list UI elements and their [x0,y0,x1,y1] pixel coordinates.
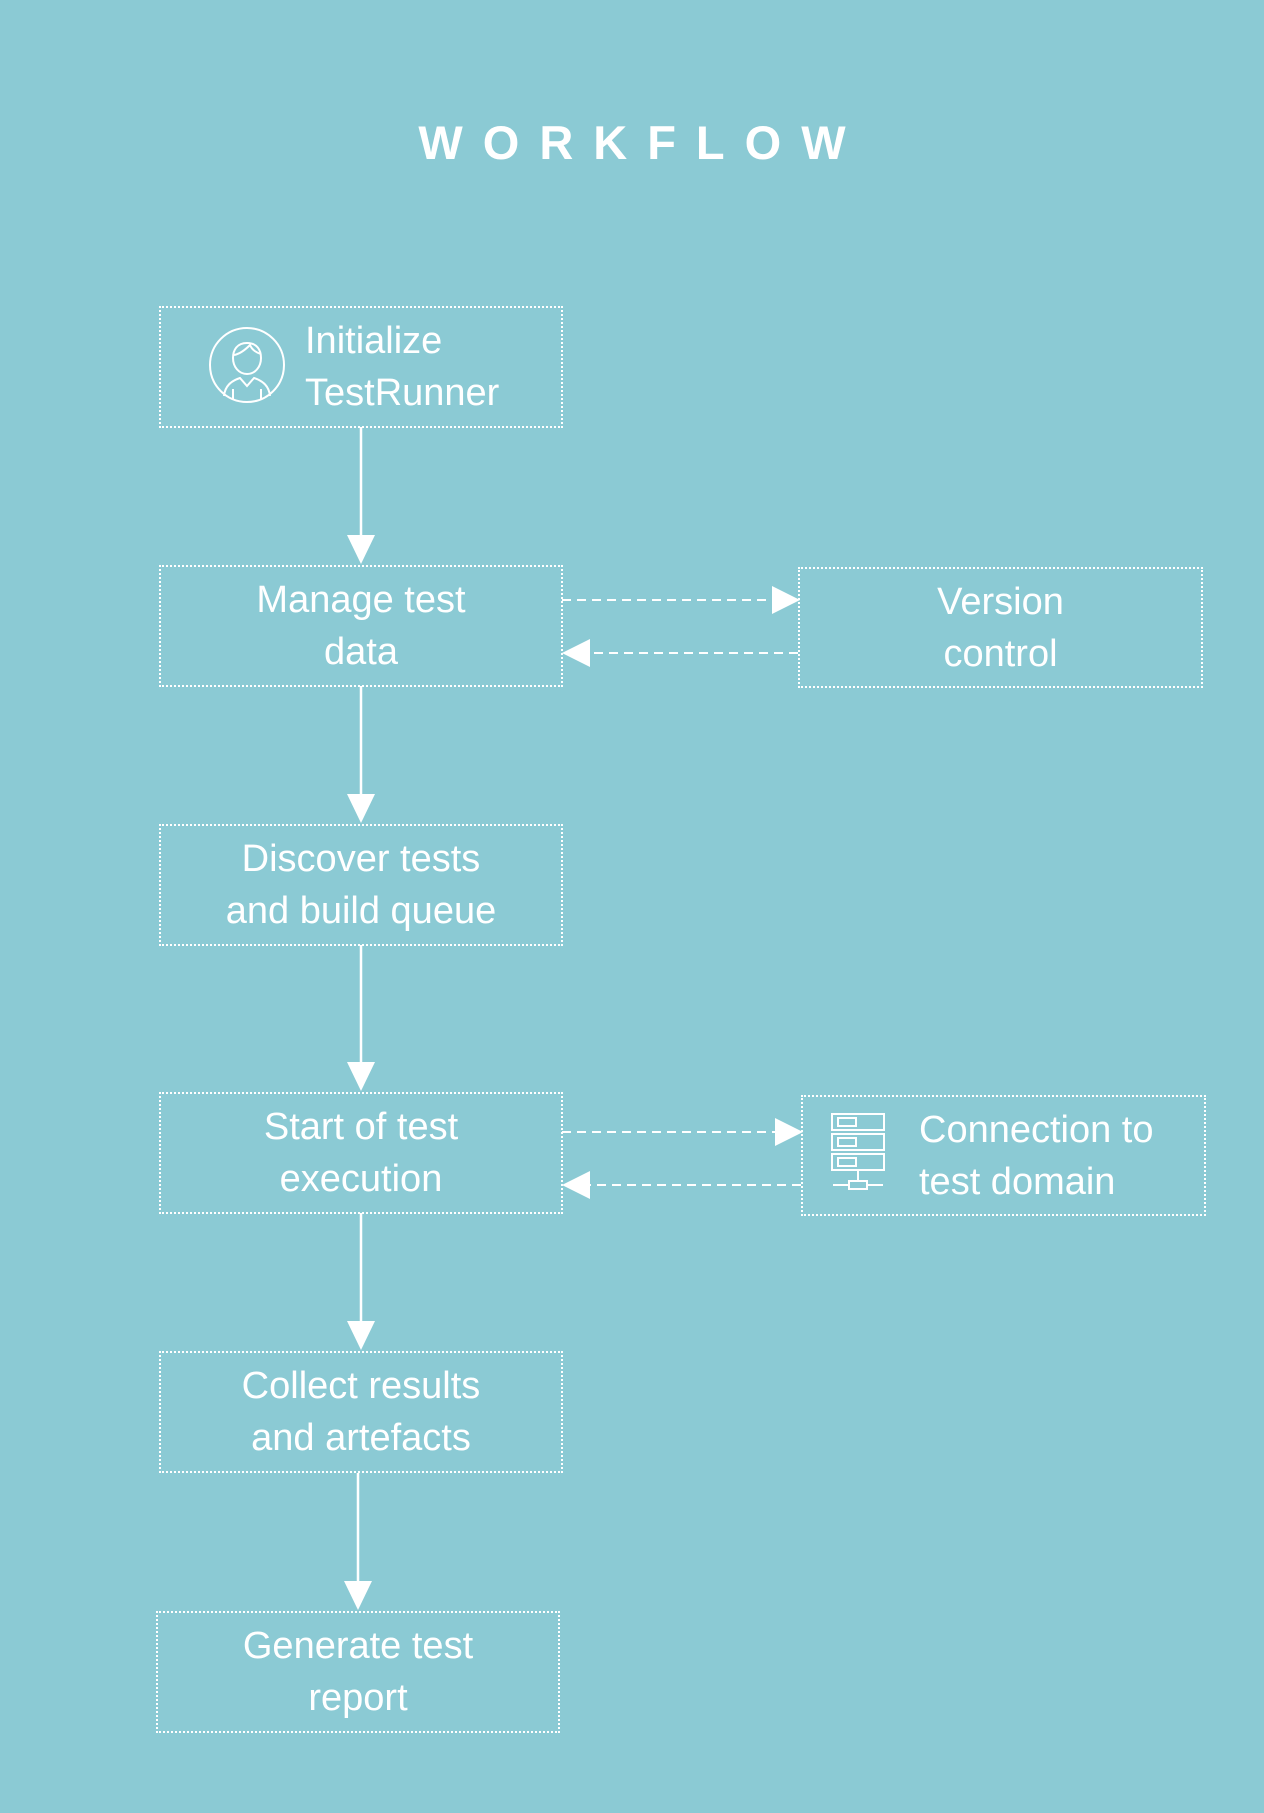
step-collect-results: Collect results and artefacts [159,1351,563,1473]
node-connection-test-domain: Connection to test domain [801,1095,1206,1216]
edge-manage-to-discover [347,686,375,823]
step-generate-report: Generate test report [156,1611,560,1733]
step-manage-test-data: Manage test data [159,565,563,687]
person-icon [207,325,287,410]
edge-collect-to-report [344,1473,372,1610]
step-label: Generate test report [242,1625,474,1719]
edge-discover-to-execute [347,945,375,1091]
step-discover-tests: Discover tests and build queue [159,824,563,946]
step-label: Start of test execution [263,1106,459,1200]
node-label: Version control [937,580,1064,675]
edge-init-to-manage [347,427,375,564]
diagram-title: WORKFLOW [418,116,866,169]
edge-execute-to-connection [562,1118,803,1146]
node-version-control: Version control [798,567,1203,688]
node-label: Connection to test domain [919,1108,1154,1203]
edge-manage-to-version [562,586,800,614]
edge-connection-to-execute [562,1171,801,1199]
step-initialize-testrunner: Initialize TestRunner [159,306,563,428]
server-icon [831,1112,885,1199]
step-start-test-execution: Start of test execution [159,1092,563,1214]
edge-version-to-manage [562,639,798,667]
step-label: Collect results and artefacts [241,1365,481,1459]
step-label: Discover tests and build queue [225,838,497,932]
step-label: Initialize TestRunner [305,320,500,414]
step-label: Manage test data [256,579,466,673]
edge-execute-to-collect [347,1213,375,1350]
